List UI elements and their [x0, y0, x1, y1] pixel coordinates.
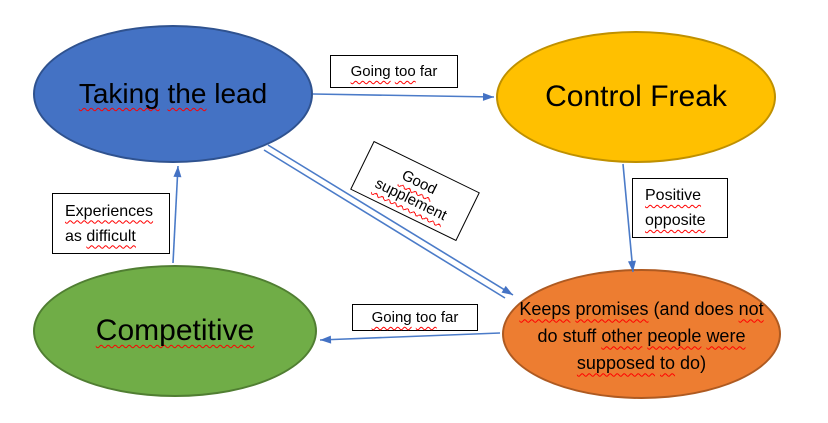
- node-competitive-label: Competitive: [96, 313, 254, 349]
- arrow-taking-to-control[interactable]: [312, 92, 495, 101]
- word-competitive: Competitive: [95, 314, 255, 347]
- node-taking-the-lead-label: Taking the lead: [79, 77, 267, 111]
- arrow-keeps-to-competitive[interactable]: [319, 332, 501, 344]
- node-keeps-promises-label: Keeps promises (and does not do stuff ot…: [519, 298, 764, 373]
- node-keeps-promises[interactable]: Keeps promises (and does not do stuff ot…: [502, 269, 781, 399]
- word-control: Control: [545, 80, 642, 113]
- node-taking-the-lead[interactable]: Taking the lead: [33, 25, 313, 163]
- word-freak: Freak: [650, 80, 727, 113]
- word-the: the: [167, 78, 207, 109]
- node-control-freak-label: Control Freak: [545, 79, 727, 115]
- word-lead: lead: [214, 78, 268, 109]
- edge-label-going-too-far-top[interactable]: Going too far: [330, 55, 458, 88]
- node-control-freak[interactable]: Control Freak: [496, 31, 776, 163]
- word-taking: Taking: [78, 78, 160, 109]
- arrow-competitive-to-taking[interactable]: [172, 165, 182, 264]
- node-competitive[interactable]: Competitive: [33, 265, 317, 397]
- arrow-control-to-keeps[interactable]: [622, 163, 636, 273]
- edge-label-going-too-far-bottom[interactable]: Going too far: [352, 304, 478, 331]
- arrow-taking-to-keeps[interactable]: [263, 144, 514, 299]
